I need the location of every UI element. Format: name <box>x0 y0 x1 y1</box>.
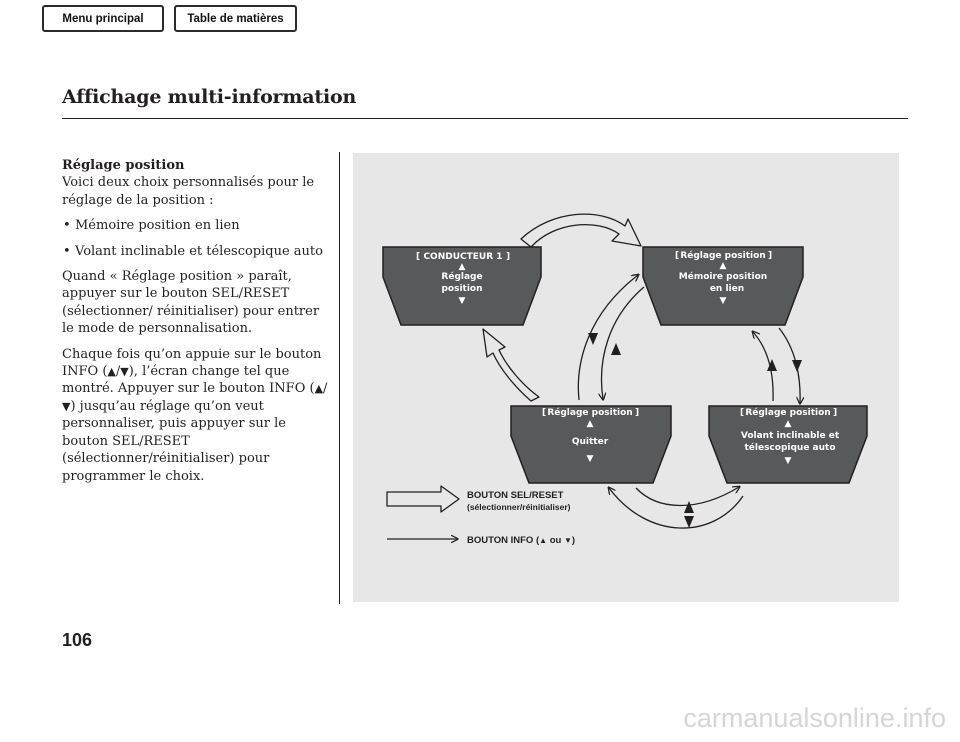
down-arrow-icon <box>684 516 694 528</box>
screen-text: Volant inclinable et <box>741 431 840 441</box>
down-arrow-icon <box>588 333 598 345</box>
screen-header: Réglage position <box>680 250 765 261</box>
sel-reset-legend-label: BOUTON SEL/RESET <box>467 490 564 501</box>
sel-reset-arrow-left <box>482 328 540 402</box>
down-arrow-icon: ▼ <box>120 365 129 379</box>
sel-reset-arrow-top <box>520 213 642 248</box>
screen-text: Quitter <box>572 437 609 447</box>
down-arrow-icon: ▼ <box>564 536 572 545</box>
up-arrow-icon: ▲ <box>107 365 116 379</box>
sel-reset-legend-arrow <box>386 485 460 513</box>
down-arrow-icon: ▼ <box>459 296 466 306</box>
svg-text:]: ] <box>635 408 639 418</box>
watermark: carmanualsonline.info <box>683 703 946 733</box>
page-title: Affichage multi-information <box>62 86 357 108</box>
svg-text:[: [ <box>740 408 744 418</box>
up-arrow-icon: ▲ <box>785 419 792 429</box>
up-arrow-icon <box>684 501 694 513</box>
main-menu-button[interactable]: Menu principal <box>42 5 164 32</box>
body-text: Réglage position Voici deux choix person… <box>62 157 334 493</box>
intro-paragraph: Voici deux choix personnalisés pour le r… <box>62 175 315 208</box>
info-button-paragraph: Chaque fois qu’on appuie sur le bouton I… <box>62 346 328 484</box>
up-arrow-icon <box>611 343 621 355</box>
enter-mode-paragraph: Quand « Réglage position » paraît, appuy… <box>62 269 320 337</box>
down-arrow-icon: ▼ <box>587 454 594 464</box>
up-arrow-icon: ▲ <box>539 536 547 545</box>
info-legend-label: BOUTON INFO (▲ ou ▼) <box>467 535 575 546</box>
screen-text: position <box>441 284 482 294</box>
memory-position-screen: [ Réglage position ] ▲ Mémoire position … <box>642 246 804 326</box>
down-arrow-icon <box>792 360 802 372</box>
info-arrow-memory-to-quit <box>602 286 645 399</box>
quit-screen: [ Réglage position ] ▲ Quitter ▼ <box>510 405 672 484</box>
screen-text: Mémoire position <box>679 271 767 282</box>
down-arrow-icon: ▼ <box>720 296 727 306</box>
section-heading: Réglage position <box>62 158 185 173</box>
column-divider <box>339 152 340 604</box>
up-arrow-icon: ▲ <box>720 261 727 271</box>
options-list: Mémoire position en lien Volant inclinab… <box>62 217 334 260</box>
info-arrow-quit-to-steering <box>635 487 739 507</box>
svg-text:[: [ <box>675 251 679 261</box>
list-item: Volant inclinable et télescopique auto <box>62 243 334 261</box>
svg-text:[: [ <box>542 408 546 418</box>
up-arrow-icon <box>767 359 777 371</box>
down-arrow-icon: ▼ <box>785 456 792 466</box>
table-of-contents-button[interactable]: Table de matières <box>174 5 297 32</box>
svg-text:[: [ <box>416 252 420 262</box>
up-arrow-icon: ▲ <box>587 419 594 429</box>
screen-text: en lien <box>710 284 744 294</box>
steering-wheel-screen: [ Réglage position ] ▲ Volant inclinable… <box>708 405 868 484</box>
title-rule <box>62 118 908 119</box>
screen-header: Réglage position <box>745 407 830 418</box>
screen-text: télescopique auto <box>744 442 835 453</box>
down-arrow-icon: ▼ <box>62 399 71 413</box>
svg-text:]: ] <box>768 251 772 261</box>
svg-text:]: ] <box>833 408 837 418</box>
page-number: 106 <box>62 630 93 650</box>
svg-text:]: ] <box>506 252 510 262</box>
screen-text: Réglage <box>441 271 482 282</box>
settings-cycle-diagram: [ CONDUCTEUR 1 ] ▲ Réglage position ▼ [ … <box>382 213 868 546</box>
info-arrow-steering-to-quit <box>609 488 744 529</box>
up-arrow-icon: ▲ <box>459 262 466 272</box>
screen-header: Réglage position <box>547 407 632 418</box>
info-arrow-steering-to-memory <box>753 332 774 402</box>
sel-reset-legend-sublabel: (sélectionner/réinitialiser) <box>467 502 571 512</box>
driver-screen: [ CONDUCTEUR 1 ] ▲ Réglage position ▼ <box>382 246 542 326</box>
info-arrow-quit-to-memory <box>577 275 638 401</box>
diagram-panel: [ CONDUCTEUR 1 ] ▲ Réglage position ▼ [ … <box>353 153 899 602</box>
list-item: Mémoire position en lien <box>62 217 334 235</box>
up-arrow-icon: ▲ <box>314 382 324 396</box>
screen-header: CONDUCTEUR 1 <box>423 252 502 262</box>
